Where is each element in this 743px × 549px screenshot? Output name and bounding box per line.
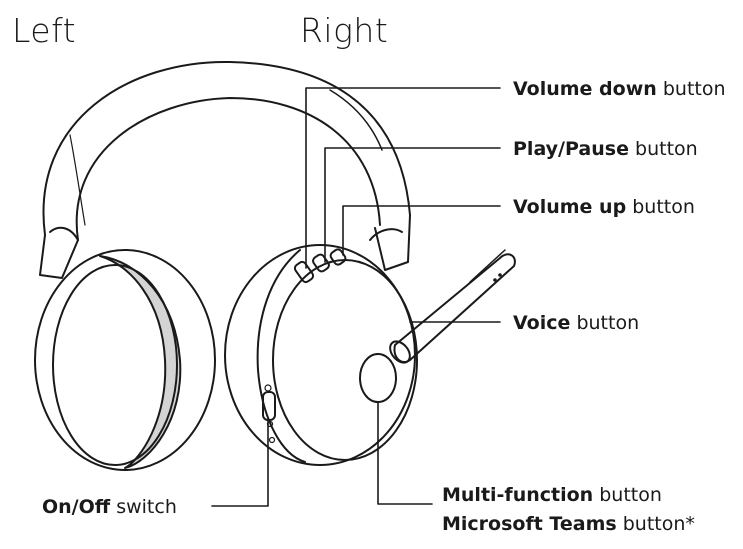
multi-function-kind: button: [599, 484, 662, 506]
teams-kind: button*: [622, 513, 695, 535]
teams-callout: Microsoft Teams button*: [442, 515, 695, 534]
voice-callout: Voice button: [513, 314, 639, 333]
volume-up-callout: Volume up button: [513, 198, 695, 217]
play-pause-leader: [324, 147, 501, 263]
left-earcup: [34, 249, 216, 471]
left-heading: Left: [12, 11, 77, 50]
on-off-name: On/Off: [42, 496, 111, 518]
on-off-switch-shape: [262, 391, 276, 421]
play-pause-kind: button: [635, 138, 698, 160]
volume-down-name: Volume down: [513, 78, 657, 100]
right-yoke: [374, 214, 411, 271]
multi-function-button-shape: [359, 353, 397, 403]
volume-up-kind: button: [632, 196, 695, 218]
voice-kind: button: [576, 312, 640, 334]
voice-name: Voice: [513, 312, 571, 334]
multi-function-callout: Multi-function button: [442, 486, 662, 505]
left-cushion-band: [99, 255, 182, 469]
volume-up-leader: [342, 205, 501, 256]
teams-name: Microsoft Teams: [442, 513, 617, 535]
volume-up-button-shape: [329, 248, 347, 266]
volume-down-kind: button: [662, 78, 726, 100]
headband-stitch: [329, 89, 383, 151]
mic-boom: [393, 253, 516, 364]
multi-function-name: Multi-function: [442, 484, 594, 506]
volume-down-button-shape: [293, 260, 315, 284]
on-off-callout: On/Off switch: [42, 498, 177, 517]
left-yoke: [39, 234, 79, 279]
headband-outer: [42, 60, 411, 236]
left-earcup-face: [52, 264, 178, 466]
headband-inner: [75, 97, 381, 241]
volume-down-callout: Volume down button: [513, 80, 726, 99]
play-pause-callout: Play/Pause button: [513, 140, 698, 159]
leader-lines: [211, 87, 501, 507]
volume-up-name: Volume up: [513, 196, 627, 218]
on-off-leader: [211, 419, 269, 507]
right-heading: Right: [300, 11, 389, 50]
multi-function-leader: [377, 401, 433, 505]
volume-down-leader: [305, 87, 501, 269]
right-cushion-edge: [256, 249, 306, 463]
on-off-kind: switch: [116, 496, 177, 518]
play-pause-button-shape: [312, 253, 330, 273]
play-pause-name: Play/Pause: [513, 138, 629, 160]
